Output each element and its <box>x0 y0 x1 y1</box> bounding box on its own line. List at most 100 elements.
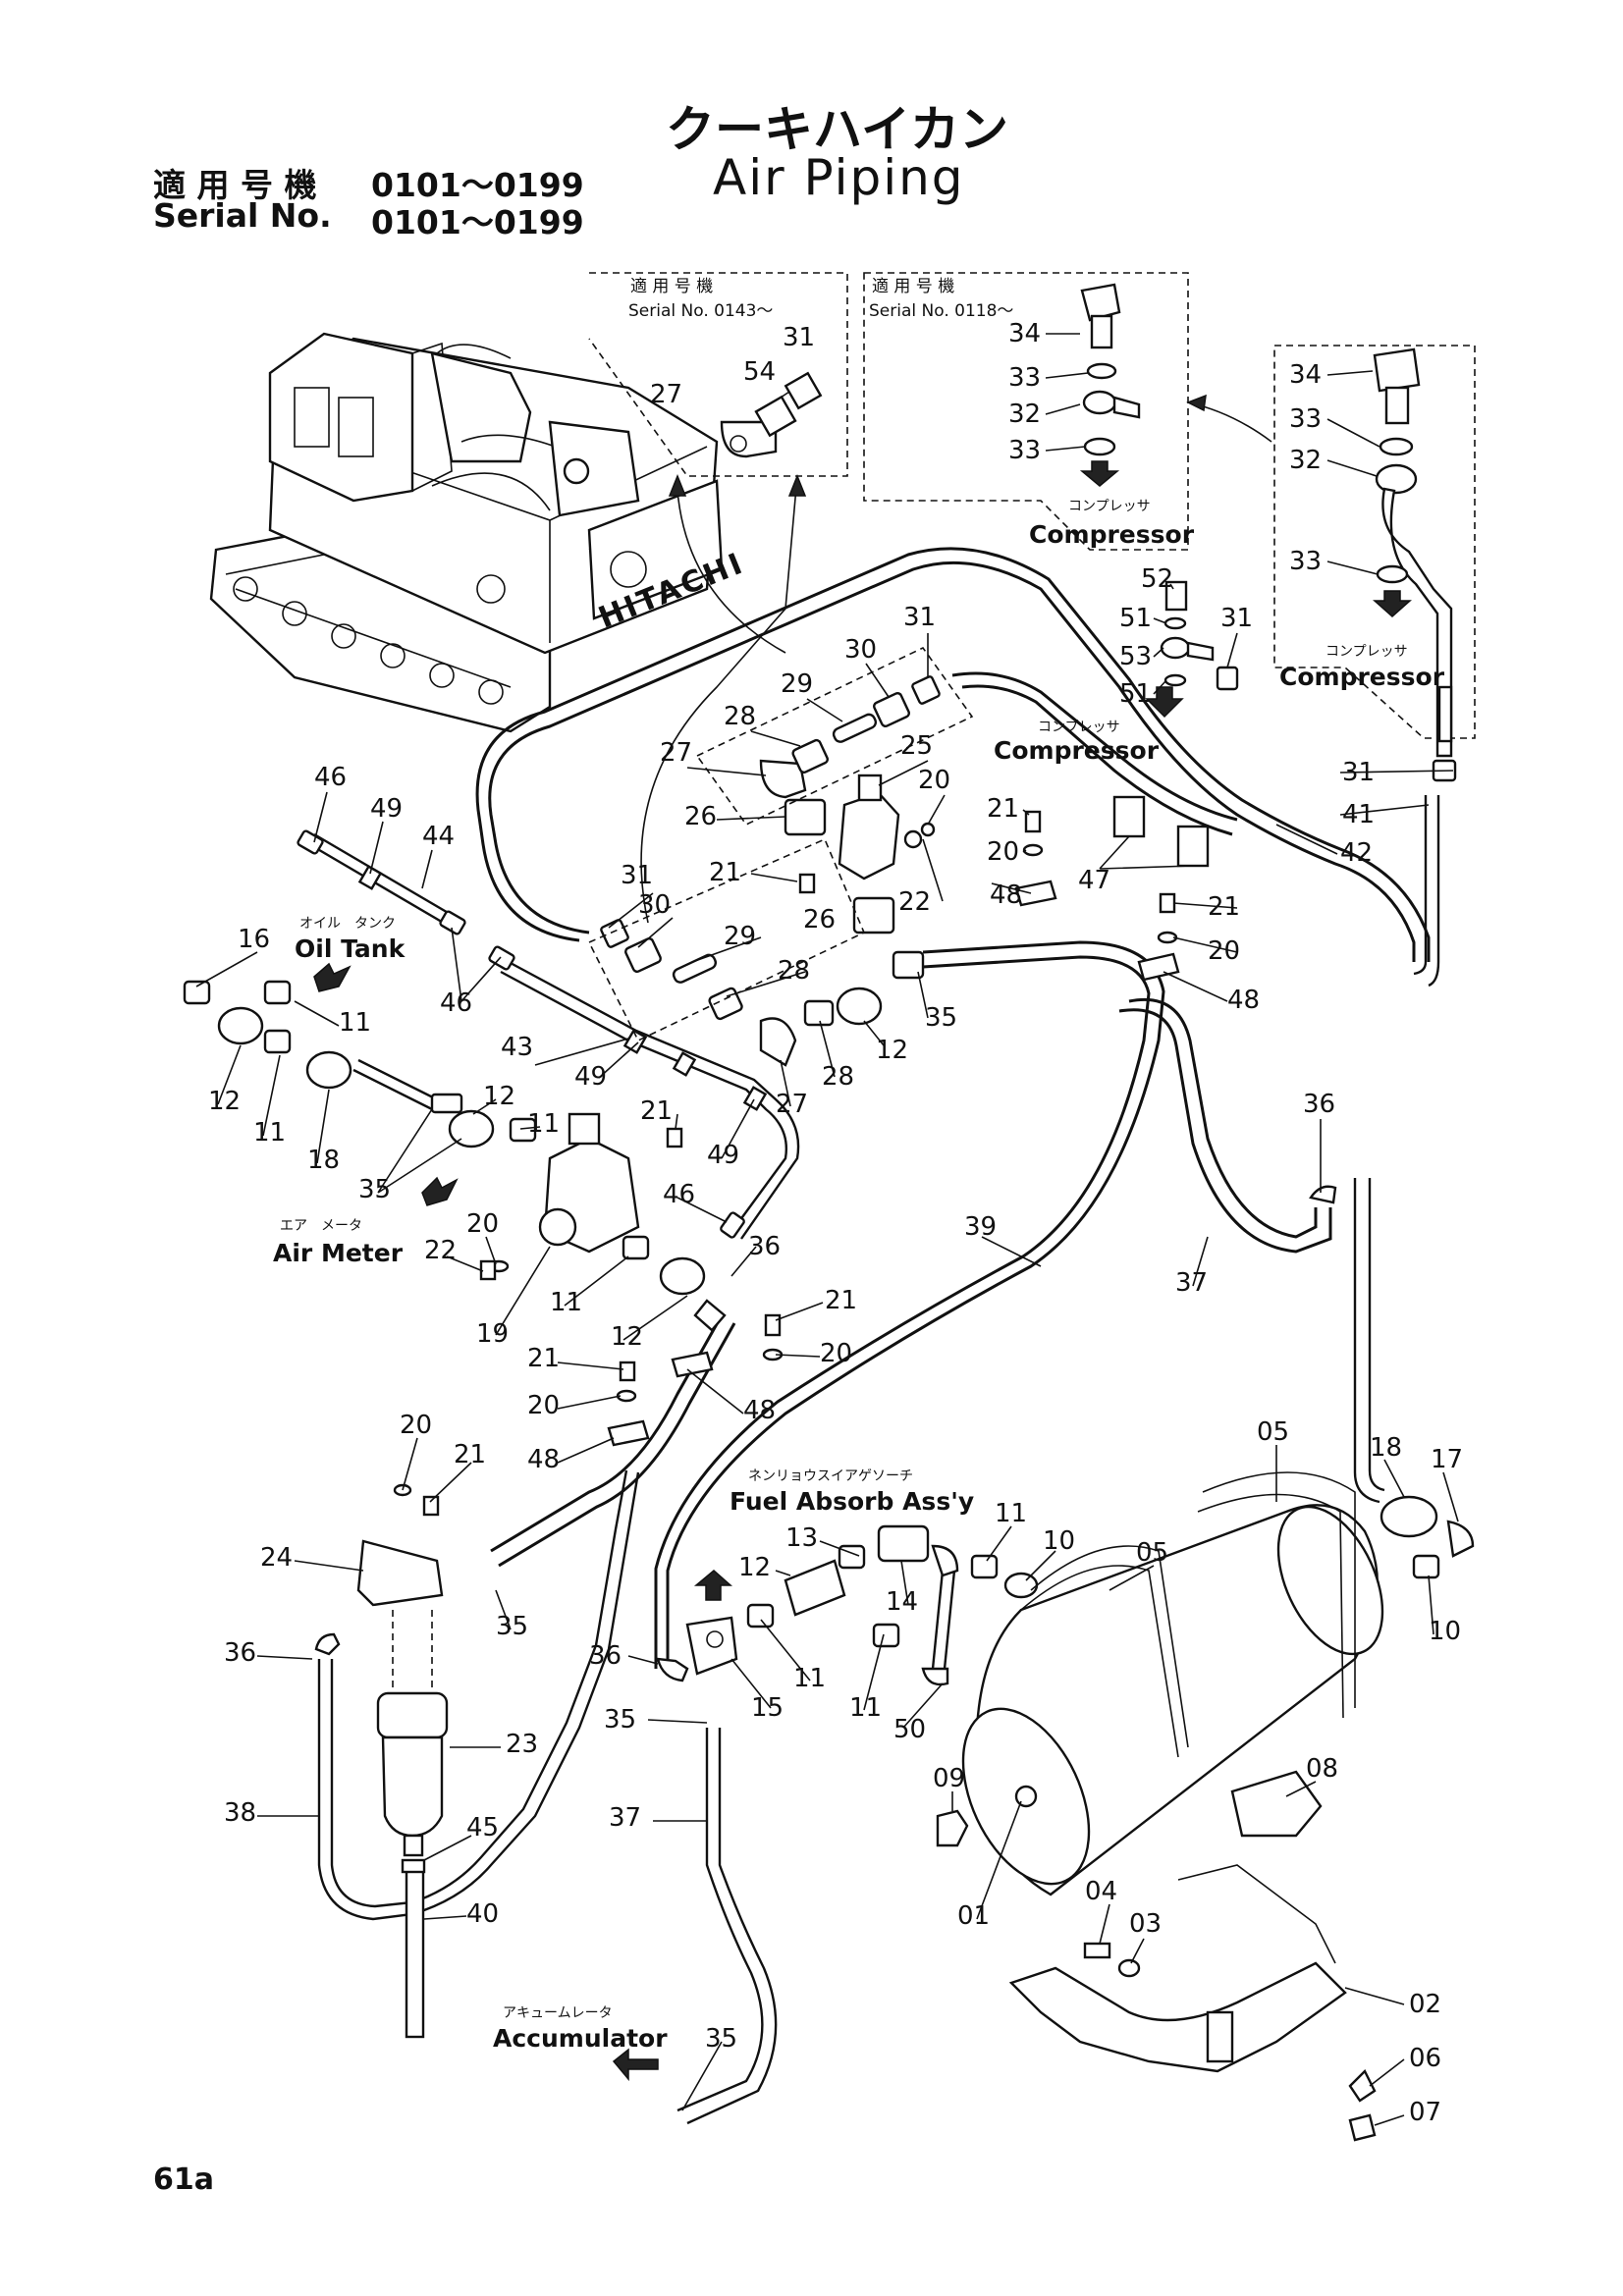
compressor-label-main: Compressor <box>994 736 1160 765</box>
callout-51: 51 <box>1119 604 1152 633</box>
callout-12: 12 <box>208 1087 241 1116</box>
callout-33: 33 <box>1289 547 1322 576</box>
compressor-label-jp-inset-b: コンプレッサ <box>1068 499 1151 514</box>
part-12-tee <box>217 1006 264 1045</box>
callout-11: 11 <box>339 1008 371 1038</box>
serial-range-japanese: 0101～0199 <box>371 166 584 204</box>
inset-b-serial: Serial No. 0118～ <box>869 301 1013 321</box>
callout-22: 22 <box>898 887 931 917</box>
callout-11: 11 <box>527 1109 560 1139</box>
callout-13: 13 <box>785 1523 818 1553</box>
fuel-absorb-label-jp: ネンリョウスイアゲソーチ <box>748 1468 913 1484</box>
callout-11: 11 <box>793 1664 826 1693</box>
part-16-fitting <box>183 980 211 1005</box>
part-24-bracket <box>356 1539 444 1607</box>
part-18-connector <box>305 1050 352 1090</box>
fittings <box>183 473 1475 2142</box>
callout-31: 31 <box>621 861 653 890</box>
callout-03: 03 <box>1129 1909 1162 1939</box>
part-14-fuel-pump <box>877 1524 930 1563</box>
accumulator-label-jp: アキュームレータ <box>503 2005 613 2021</box>
callout-47: 47 <box>1078 866 1110 895</box>
callout-20: 20 <box>466 1209 499 1239</box>
callout-20: 20 <box>820 1339 852 1368</box>
callout-19: 19 <box>476 1319 509 1349</box>
callout-51: 51 <box>1119 679 1152 709</box>
callout-21: 21 <box>454 1440 486 1469</box>
callout-27: 27 <box>776 1090 808 1119</box>
inset-b-label-jp: 適 用 号 機 <box>872 277 954 296</box>
callout-26: 26 <box>803 905 836 934</box>
callout-07: 07 <box>1409 2098 1441 2127</box>
callout-35: 35 <box>705 2024 737 2054</box>
part-23-filter-bowl <box>381 1735 444 1838</box>
title-english: Air Piping <box>713 149 965 206</box>
compressor-label-inset-b: Compressor <box>1029 520 1195 549</box>
callout-36: 36 <box>748 1232 781 1261</box>
callout-38: 38 <box>224 1798 256 1828</box>
callout-14: 14 <box>886 1587 918 1617</box>
callout-05: 05 <box>1136 1538 1168 1568</box>
callout-34: 34 <box>1289 360 1322 390</box>
callout-48: 48 <box>1227 986 1260 1015</box>
callout-21: 21 <box>640 1096 673 1126</box>
callout-25: 25 <box>900 731 933 761</box>
callout-49: 49 <box>370 794 403 824</box>
part-11-fitting-lower <box>263 1029 292 1054</box>
air-meter-label: Air Meter <box>273 1239 404 1267</box>
callout-16: 16 <box>238 925 270 954</box>
elbow-fitting <box>720 420 778 458</box>
callout-34: 34 <box>1008 319 1041 348</box>
callout-44: 44 <box>422 822 455 851</box>
callout-21: 21 <box>709 858 741 887</box>
oil-tank-label-jp: オイル タンク <box>299 916 396 932</box>
callout-24: 24 <box>260 1543 293 1573</box>
part-12-tee-fuel <box>784 1559 846 1617</box>
serial-label-english: Serial No. <box>153 196 332 235</box>
callout-31: 31 <box>1220 604 1253 633</box>
part-27-elbow-upper <box>759 759 807 799</box>
callout-20: 20 <box>918 766 950 795</box>
inset-serial-0143: 適 用 号 機 Serial No. 0143～ <box>588 272 848 477</box>
callout-52: 52 <box>1141 564 1173 594</box>
part-26-block-upper <box>784 798 827 836</box>
callout-21: 21 <box>825 1286 857 1315</box>
callout-49: 49 <box>574 1062 607 1092</box>
callout-12: 12 <box>738 1553 771 1582</box>
part-02-bracket <box>1008 1961 1347 2073</box>
callout-46: 46 <box>663 1180 695 1209</box>
callout-35: 35 <box>925 1003 957 1033</box>
callout-40: 40 <box>466 1899 499 1929</box>
callout-10: 10 <box>1043 1526 1075 1556</box>
callout-11: 11 <box>550 1288 582 1317</box>
inset-a-label-jp: 適 用 号 機 <box>630 277 713 296</box>
callout-18: 18 <box>1370 1433 1402 1463</box>
air-meter-label-jp: エア メータ <box>280 1218 362 1234</box>
callout-33: 33 <box>1008 436 1041 465</box>
callout-29: 29 <box>781 669 813 699</box>
callout-12: 12 <box>483 1082 515 1111</box>
part-26-block-lower <box>852 896 895 934</box>
page-number: 61a <box>153 2163 214 2197</box>
part-number-callouts: 31 54 27 34 33 32 33 34 33 32 33 52 51 5… <box>195 319 1463 2127</box>
callout-43: 43 <box>501 1033 533 1062</box>
callout-46: 46 <box>440 988 472 1018</box>
callout-20: 20 <box>987 837 1019 867</box>
callout-27: 27 <box>650 380 682 409</box>
callout-18: 18 <box>307 1146 340 1175</box>
callout-02: 02 <box>1409 1990 1441 2019</box>
compressor-label-inset-c: Compressor <box>1279 663 1445 691</box>
callout-23: 23 <box>506 1730 538 1759</box>
callout-39: 39 <box>964 1212 997 1242</box>
callout-31: 31 <box>903 603 936 632</box>
excavator-illustration: HITACHI <box>209 332 749 733</box>
callout-08: 08 <box>1306 1754 1338 1784</box>
part-15-block <box>685 1616 738 1676</box>
compressor-label-jp-main: コンプレッサ <box>1038 720 1120 735</box>
callout-37: 37 <box>1175 1268 1208 1298</box>
part-08-governor <box>1230 1770 1323 1838</box>
part-25-valve <box>838 791 900 881</box>
callout-42: 42 <box>1340 838 1373 868</box>
callout-54: 54 <box>743 357 776 387</box>
part-27-elbow-lower <box>759 1017 797 1067</box>
